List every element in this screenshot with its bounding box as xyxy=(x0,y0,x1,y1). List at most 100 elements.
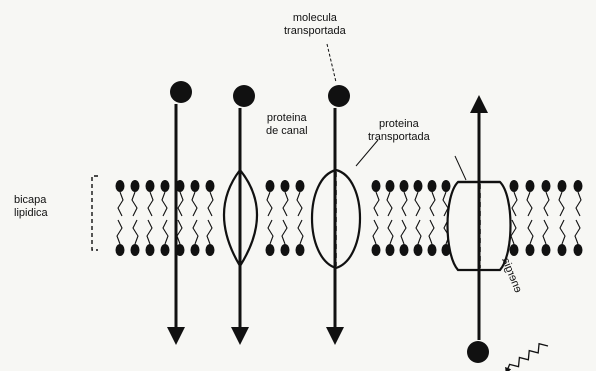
lipid-head-outer xyxy=(206,180,215,192)
label-channel-protein: proteina de canal xyxy=(266,112,308,138)
label-transport-line-2: transportada xyxy=(368,131,430,144)
lipid-tail-outer xyxy=(512,192,517,216)
lipid-head-outer xyxy=(414,180,423,192)
label-transport-line-1: proteina xyxy=(368,118,430,131)
lipid-tail-inner xyxy=(528,220,533,244)
lipid-pair xyxy=(191,180,200,256)
lipid-head-outer xyxy=(400,180,409,192)
lipid-head-inner xyxy=(386,244,395,256)
lipid-pair xyxy=(574,180,583,256)
lipid-head-inner xyxy=(296,244,305,256)
label-lipid-bilayer: bicapa lipidica xyxy=(14,194,48,220)
label-bilayer-line-2: lipidica xyxy=(14,207,48,220)
bilayer-bracket xyxy=(92,176,98,250)
lipid-head-inner xyxy=(526,244,535,256)
lipid-head-outer xyxy=(131,180,140,192)
molecule-1 xyxy=(170,81,192,103)
lipid-head-inner xyxy=(510,244,519,256)
lipid-tail-outer xyxy=(527,192,532,216)
lipid-tail-inner xyxy=(298,220,303,244)
molecule-4 xyxy=(467,341,489,363)
lipid-pair xyxy=(386,180,395,256)
molecule-leader xyxy=(327,44,336,82)
lipid-tail-outer xyxy=(267,192,272,216)
label-channel-line-1: proteina xyxy=(266,112,308,125)
lipid-tail-inner xyxy=(511,220,516,244)
label-molecule-line-2: transportada xyxy=(284,25,346,38)
lipid-head-inner xyxy=(281,244,290,256)
lipid-tail-outer xyxy=(208,192,213,216)
lipid-pair xyxy=(116,180,125,256)
lipid-tail-inner xyxy=(388,220,393,244)
lipid-tail-outer xyxy=(387,192,392,216)
lipid-tail-inner xyxy=(193,220,198,244)
lipid-tail-outer xyxy=(283,192,288,216)
lipid-tail-inner xyxy=(401,220,406,244)
energy-squiggle xyxy=(505,340,548,371)
lipid-pair xyxy=(161,180,170,256)
lipid-pair xyxy=(400,180,409,256)
lipid-pair xyxy=(266,180,275,256)
lipid-tail-outer xyxy=(162,192,167,216)
lipid-head-outer xyxy=(281,180,290,192)
lipid-head-inner xyxy=(146,244,155,256)
lipid-head-outer xyxy=(161,180,170,192)
label-molecule-transported: molecula transportada xyxy=(284,12,346,38)
lipid-pair xyxy=(526,180,535,256)
lipid-head-inner xyxy=(372,244,381,256)
lipid-pair xyxy=(206,180,215,256)
lipid-head-inner xyxy=(428,244,437,256)
lipid-head-inner xyxy=(266,244,275,256)
lipid-tail-inner xyxy=(543,220,548,244)
lipid-head-outer xyxy=(442,180,451,192)
label-channel-line-2: de canal xyxy=(266,125,308,138)
lipid-tail-outer xyxy=(415,192,420,216)
lipid-head-outer xyxy=(296,180,305,192)
lipid-tail-outer xyxy=(374,192,379,216)
lipid-head-outer xyxy=(542,180,551,192)
lipid-head-outer xyxy=(558,180,567,192)
lipid-pair xyxy=(428,180,437,256)
label-bilayer-line-1: bicapa xyxy=(14,194,48,207)
transport-protein-leader xyxy=(455,156,466,180)
lipid-tail-inner xyxy=(282,220,287,244)
lipid-head-outer xyxy=(146,180,155,192)
lipid-tail-outer xyxy=(430,192,435,216)
lipid-head-outer xyxy=(191,180,200,192)
lipid-pair xyxy=(146,180,155,256)
lipid-head-inner xyxy=(414,244,423,256)
lipid-tail-outer xyxy=(576,192,581,216)
lipid-head-inner xyxy=(542,244,551,256)
lipid-head-inner xyxy=(206,244,215,256)
lipid-tail-outer xyxy=(297,192,302,216)
lipid-tail-inner xyxy=(560,220,565,244)
lipid-tail-inner xyxy=(177,220,182,244)
lipid-pair xyxy=(414,180,423,256)
lipid-tail-outer xyxy=(192,192,197,216)
lipid-tail-outer xyxy=(148,192,153,216)
lipid-head-outer xyxy=(266,180,275,192)
lipid-tail-inner xyxy=(207,220,212,244)
lipid-tail-outer xyxy=(559,192,564,216)
lipid-head-outer xyxy=(428,180,437,192)
lipid-pair xyxy=(281,180,290,256)
lipid-tail-inner xyxy=(416,220,421,244)
lipid-tail-inner xyxy=(163,220,168,244)
lipid-tail-outer xyxy=(544,192,549,216)
molecule-3 xyxy=(328,85,350,107)
lipid-tail-inner xyxy=(575,220,580,244)
lipid-head-outer xyxy=(386,180,395,192)
lipid-head-inner xyxy=(116,244,125,256)
lipid-tail-inner xyxy=(133,220,138,244)
lipid-head-inner xyxy=(161,244,170,256)
lipid-pair xyxy=(542,180,551,256)
lipid-tail-outer xyxy=(402,192,407,216)
lipid-head-outer xyxy=(372,180,381,192)
label-transport-protein: proteina transportada xyxy=(368,118,430,144)
molecule-2 xyxy=(233,85,255,107)
lipid-head-inner xyxy=(191,244,200,256)
lipid-tail-inner xyxy=(117,220,122,244)
lipid-tail-outer xyxy=(132,192,137,216)
lipid-head-inner xyxy=(400,244,409,256)
